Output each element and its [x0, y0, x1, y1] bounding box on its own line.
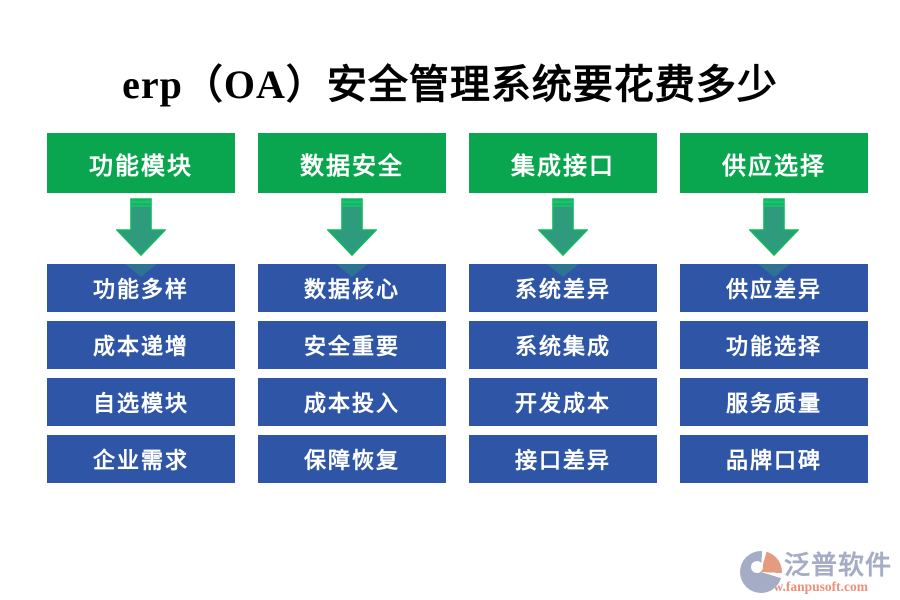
item-box: 接口差异 [469, 435, 657, 483]
down-arrow-icon [327, 197, 377, 256]
item-box: 自选模块 [47, 378, 235, 426]
column-supplier-selection: 供应选择 供应差异 功能选择 服务质量 品牌口碑 [680, 133, 868, 483]
down-arrow-icon [116, 197, 166, 256]
item-box: 供应差异 [680, 264, 868, 312]
arrow-zone [469, 193, 657, 277]
arrow-zone [47, 193, 235, 277]
columns-container: 功能模块 功能多样 成本递增 自选模块 企业需求 数据安全 [47, 133, 868, 483]
item-box: 系统差异 [469, 264, 657, 312]
item-box: 数据核心 [258, 264, 446, 312]
brand-logo-icon [739, 551, 782, 593]
item-box: 企业需求 [47, 435, 235, 483]
page-title: erp（OA）安全管理系统要花费多少 [122, 62, 778, 107]
arrow-tip-overlay [336, 264, 368, 277]
item-box: 功能选择 [680, 321, 868, 369]
item-box: 服务质量 [680, 378, 868, 426]
item-box: 成本递增 [47, 321, 235, 369]
arrow-tip-overlay [547, 264, 579, 277]
brand-watermark: 泛普软件 www.fanpusoft.com [739, 550, 892, 594]
column-function-modules: 功能模块 功能多样 成本递增 自选模块 企业需求 [47, 133, 235, 483]
category-header: 集成接口 [469, 133, 657, 193]
item-box: 成本投入 [258, 378, 446, 426]
arrow-tip-overlay [125, 264, 157, 277]
down-arrow-icon [538, 197, 588, 256]
arrow-zone [680, 193, 868, 277]
brand-name: 泛普软件 [783, 550, 892, 580]
category-header: 功能模块 [47, 133, 235, 193]
item-box: 功能多样 [47, 264, 235, 312]
item-box: 系统集成 [469, 321, 657, 369]
arrow-zone [258, 193, 446, 277]
item-box: 安全重要 [258, 321, 446, 369]
category-header: 供应选择 [680, 133, 868, 193]
brand-url: www.fanpusoft.com [753, 579, 868, 594]
brand-text-block: 泛普软件 www.fanpusoft.com [754, 550, 892, 594]
category-header: 数据安全 [258, 133, 446, 193]
item-box: 品牌口碑 [680, 435, 868, 483]
item-box: 保障恢复 [258, 435, 446, 483]
item-box: 开发成本 [469, 378, 657, 426]
column-data-security: 数据安全 数据核心 安全重要 成本投入 保障恢复 [258, 133, 446, 483]
arrow-tip-overlay [758, 264, 790, 277]
down-arrow-icon [749, 197, 799, 256]
column-integration-interface: 集成接口 系统差异 系统集成 开发成本 接口差异 [469, 133, 657, 483]
